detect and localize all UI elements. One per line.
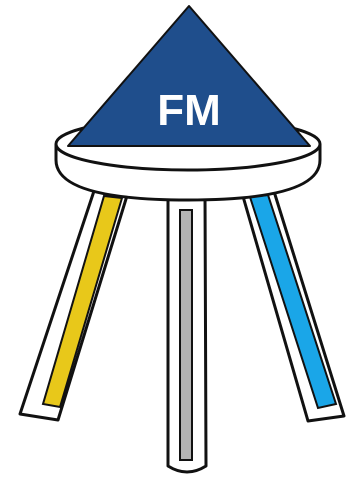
right-leg-stripe — [250, 195, 336, 408]
center-leg — [168, 192, 206, 472]
logo-text: FM — [157, 86, 221, 135]
left-leg — [20, 185, 130, 420]
right-leg — [240, 185, 344, 421]
fm-triangle-logo: FM — [68, 6, 310, 146]
center-leg-stripe — [180, 210, 192, 460]
